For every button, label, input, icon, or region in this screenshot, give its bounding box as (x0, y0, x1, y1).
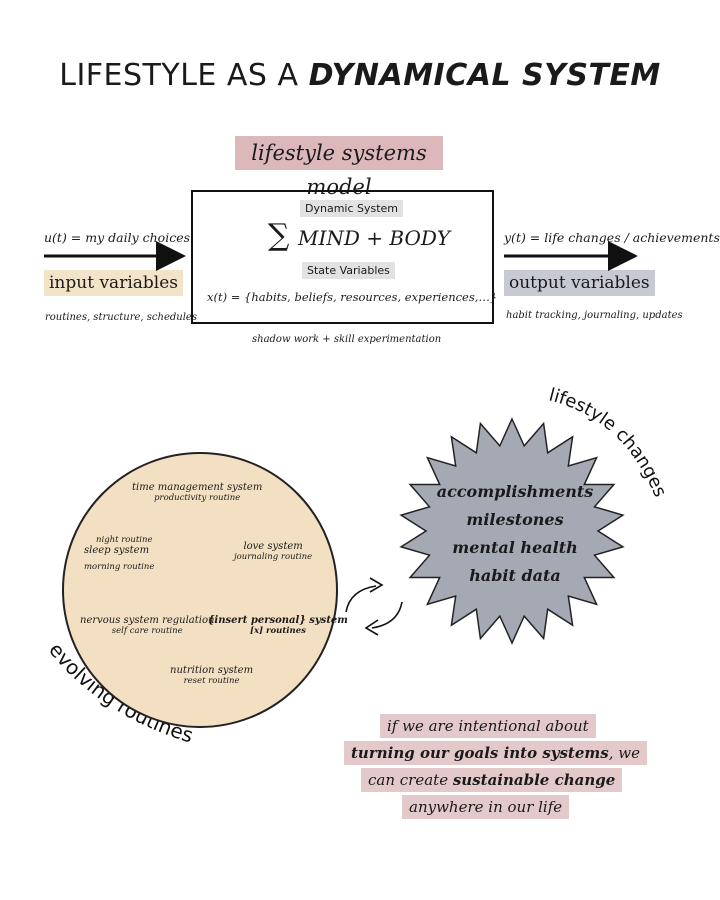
cycle-arrows-icon (345, 577, 403, 636)
quote-bold-goals: turning our goals into systems (351, 744, 609, 762)
dynamic-system-chip: Dynamic System (300, 200, 404, 217)
node-name: love system (243, 541, 303, 552)
changes-list: accomplishments milestones mental health… (430, 478, 600, 590)
state-variables-chip: State Variables (302, 262, 395, 279)
changes-starburst (399, 417, 625, 645)
node-sub: journaling routine (234, 552, 313, 562)
node-pre: night routine (96, 535, 153, 545)
output-variables-label: output variables (504, 270, 655, 296)
node-name: {insert personal} system (208, 615, 348, 626)
output-formula: y(t) = life changes / achievements (504, 230, 720, 245)
node-name: sleep system (84, 545, 150, 556)
quote-line-3: can create sustainable change (361, 768, 623, 792)
quote-line-2-rest: , we (608, 744, 640, 762)
quote-bold-change: sustainable change (452, 771, 616, 789)
node-love: love system journaling routine (234, 541, 312, 562)
change-item: mental health (452, 538, 578, 557)
input-variables-label: input variables (44, 270, 183, 296)
node-sub: self care routine (111, 626, 183, 636)
state-equation: x(t) = {habits, beliefs, resources, expe… (207, 290, 498, 304)
title-regular: LIFESTYLE AS A (59, 58, 309, 93)
system-equation: MIND + BODY (298, 226, 451, 250)
quote-line-4: anywhere in our life (402, 795, 570, 819)
output-note: habit tracking, journaling, updates (506, 310, 683, 321)
node-nervous-system: nervous system regulation self care rout… (80, 615, 214, 636)
node-nutrition: nutrition system reset routine (170, 665, 253, 686)
dynamic-system-box (191, 190, 494, 324)
quote-line-1: if we are intentional about (380, 714, 596, 738)
routines-circle (62, 452, 338, 728)
quote-line-2: turning our goals into systems, we (344, 741, 647, 765)
change-item: accomplishments (436, 482, 594, 501)
change-item: milestones (466, 510, 564, 529)
page-title: LIFESTYLE AS A DYNAMICAL SYSTEM (0, 58, 720, 93)
node-sleep: night routine sleep system morning routi… (84, 535, 154, 572)
node-name: nutrition system (170, 665, 254, 676)
node-sub: reset routine (183, 676, 240, 686)
input-formula: u(t) = my daily choices (44, 230, 191, 245)
node-sub: morning routine (84, 562, 155, 572)
node-name: nervous system regulation (80, 615, 215, 626)
node-sub: productivity routine (154, 493, 241, 503)
sum-symbol: ∑ (268, 218, 290, 253)
model-label: lifestyle systems model (235, 136, 443, 199)
node-time-management: time management system productivity rout… (132, 482, 262, 503)
title-bold: DYNAMICAL SYSTEM (308, 58, 661, 93)
node-personal-system: {insert personal} system [x] routines (208, 615, 348, 636)
quote-line-3-pre: can create (368, 771, 453, 789)
change-item: habit data (469, 566, 561, 585)
input-note: routines, structure, schedules (45, 312, 197, 323)
node-sub: [x] routines (249, 626, 306, 636)
feedback-note: shadow work + skill experimentation (252, 334, 442, 345)
node-name: time management system (132, 482, 263, 493)
